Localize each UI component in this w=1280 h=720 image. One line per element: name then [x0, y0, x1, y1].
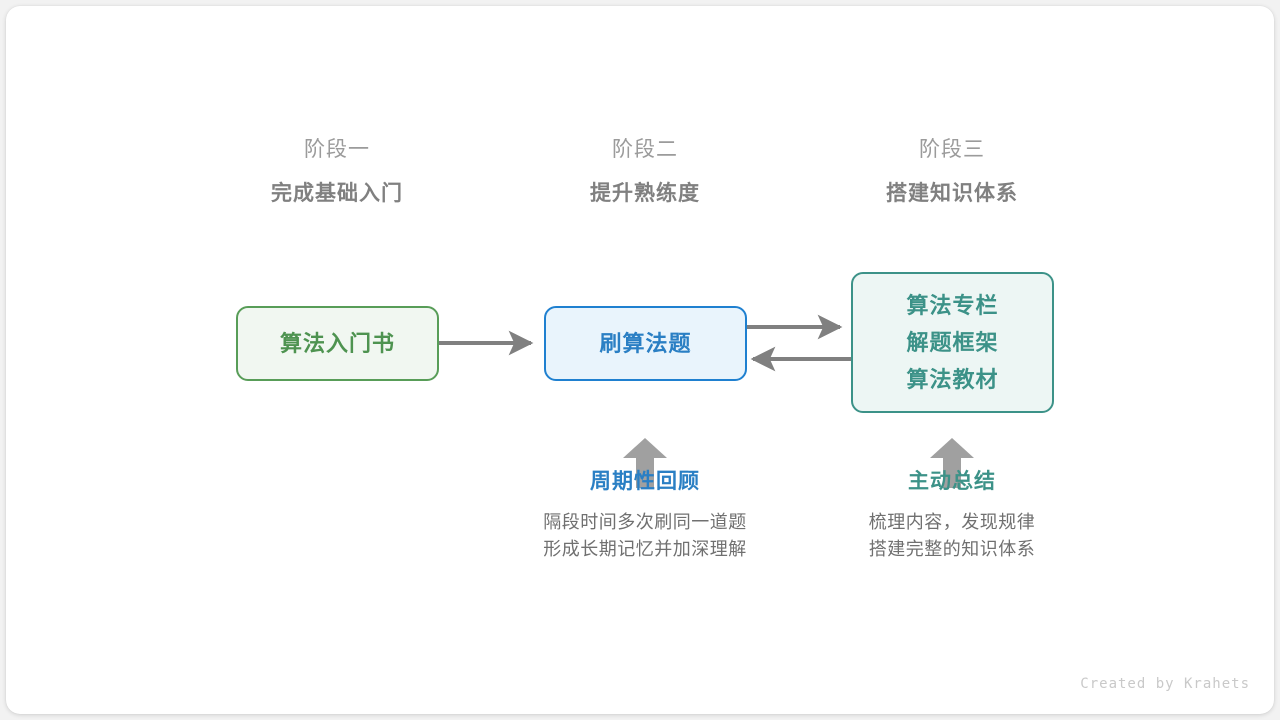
- node-line: 算法入门书: [279, 331, 395, 356]
- note-title: 周期性回顾: [590, 470, 700, 493]
- node-practice-problems[interactable]: 刷算法题: [544, 306, 747, 381]
- diagram-canvas: 阶段一 完成基础入门 阶段二 提升熟练度 阶段三 搭建知识体系: [6, 6, 1274, 714]
- stage-title-label-2: 提升熟练度: [590, 182, 700, 205]
- stage-header-2: 阶段二 提升熟练度: [515, 135, 775, 209]
- node-line: 算法教材: [906, 367, 999, 392]
- node-line: 刷算法题: [599, 331, 692, 356]
- node-line: 解题框架: [906, 330, 999, 355]
- note-description: 隔段时间多次刷同一道题 形成长期记忆并加深理解: [495, 509, 795, 563]
- note-description-line: 形成长期记忆并加深理解: [543, 539, 747, 559]
- note-title: 主动总结: [908, 470, 996, 493]
- stage-header-1: 阶段一 完成基础入门: [207, 135, 467, 209]
- note-description-line: 梳理内容，发现规律: [868, 512, 1036, 532]
- credit-label: Created by Krahets: [1080, 676, 1250, 692]
- note-periodic-review: 周期性回顾 隔段时间多次刷同一道题 形成长期记忆并加深理解: [495, 435, 795, 563]
- note-active-summary: 主动总结 梳理内容，发现规律 搭建完整的知识体系: [802, 435, 1102, 563]
- node-line: 算法专栏: [906, 293, 999, 318]
- note-description-line: 搭建完整的知识体系: [868, 539, 1036, 559]
- note-description: 梳理内容，发现规律 搭建完整的知识体系: [802, 509, 1102, 563]
- node-knowledge-resources[interactable]: 算法专栏 解题框架 算法教材: [851, 272, 1054, 413]
- stage-phase-label-3: 阶段三: [919, 138, 985, 161]
- stage-title-label-1: 完成基础入门: [271, 182, 403, 205]
- stage-title-label-3: 搭建知识体系: [886, 182, 1018, 205]
- note-description-line: 隔段时间多次刷同一道题: [543, 512, 747, 532]
- stage-phase-label-1: 阶段一: [304, 138, 370, 161]
- stage-header-3: 阶段三 搭建知识体系: [822, 135, 1082, 209]
- stage-phase-label-2: 阶段二: [612, 138, 678, 161]
- node-algorithm-intro-book[interactable]: 算法入门书: [236, 306, 439, 381]
